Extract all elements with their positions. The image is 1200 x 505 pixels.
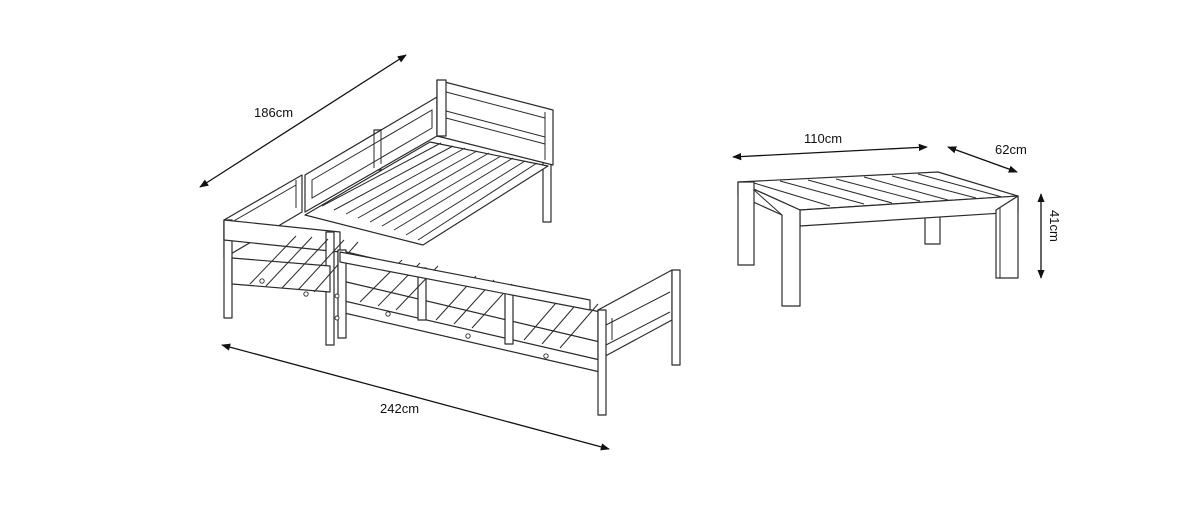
sofa-back-section (304, 79, 554, 246)
table-length-label: 110cm (804, 131, 842, 146)
sofa-length-label: 242cm (380, 401, 419, 416)
coffee-table-drawing (737, 171, 1019, 307)
sofa-front-section (231, 235, 681, 416)
table-depth-label: 62cm (995, 142, 1027, 157)
dimension-lines (199, 54, 1045, 451)
corner-sofa-drawing (223, 79, 681, 416)
table-height-label: 41cm (1047, 210, 1062, 242)
sofa-depth-label: 186cm (254, 105, 293, 120)
table-length-line (732, 143, 928, 161)
sofa-depth-line (199, 54, 407, 188)
sofa-length-line (221, 343, 610, 451)
table-depth-line (947, 146, 1018, 173)
